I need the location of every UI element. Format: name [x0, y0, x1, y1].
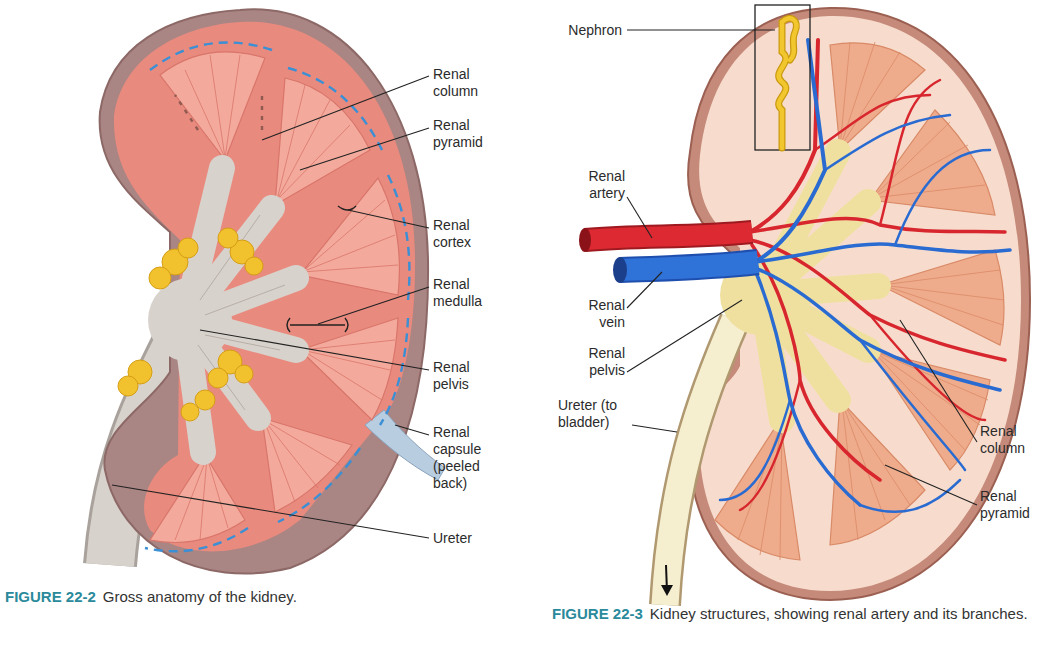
figure-number: FIGURE 22-3	[552, 605, 643, 622]
leader-lines	[627, 30, 977, 505]
part-label: Renal pyramid	[433, 117, 508, 151]
part-label: Renal cortex	[433, 217, 503, 251]
part-label: Ureter (to bladder)	[558, 397, 658, 431]
part-label: Ureter	[433, 530, 503, 547]
leader-lines	[112, 76, 429, 538]
figure-caption: FIGURE 22-2 Gross anatomy of the kidney.	[5, 586, 445, 608]
part-label: Renal artery	[565, 168, 625, 202]
part-label: Nephron	[542, 22, 622, 39]
part-label: Renal capsule (peeled back)	[433, 424, 499, 492]
right-kidney	[579, 5, 1030, 605]
left-kidney	[100, 9, 445, 573]
part-label: Renal medulla	[433, 276, 508, 310]
caption-text: Kidney structures, showing renal artery …	[650, 605, 1028, 622]
part-label: Renal pyramid	[980, 488, 1045, 522]
part-label: Renal vein	[565, 297, 625, 331]
part-label: Renal pelvis	[565, 345, 625, 379]
part-label: Renal pelvis	[433, 359, 503, 393]
figure-caption: FIGURE 22-3 Kidney structures, showing re…	[552, 603, 1042, 625]
caption-text: Gross anatomy of the kidney.	[103, 588, 297, 605]
figure-number: FIGURE 22-2	[5, 588, 96, 605]
part-label: Renal column	[433, 66, 503, 100]
part-label: Renal column	[980, 423, 1045, 457]
